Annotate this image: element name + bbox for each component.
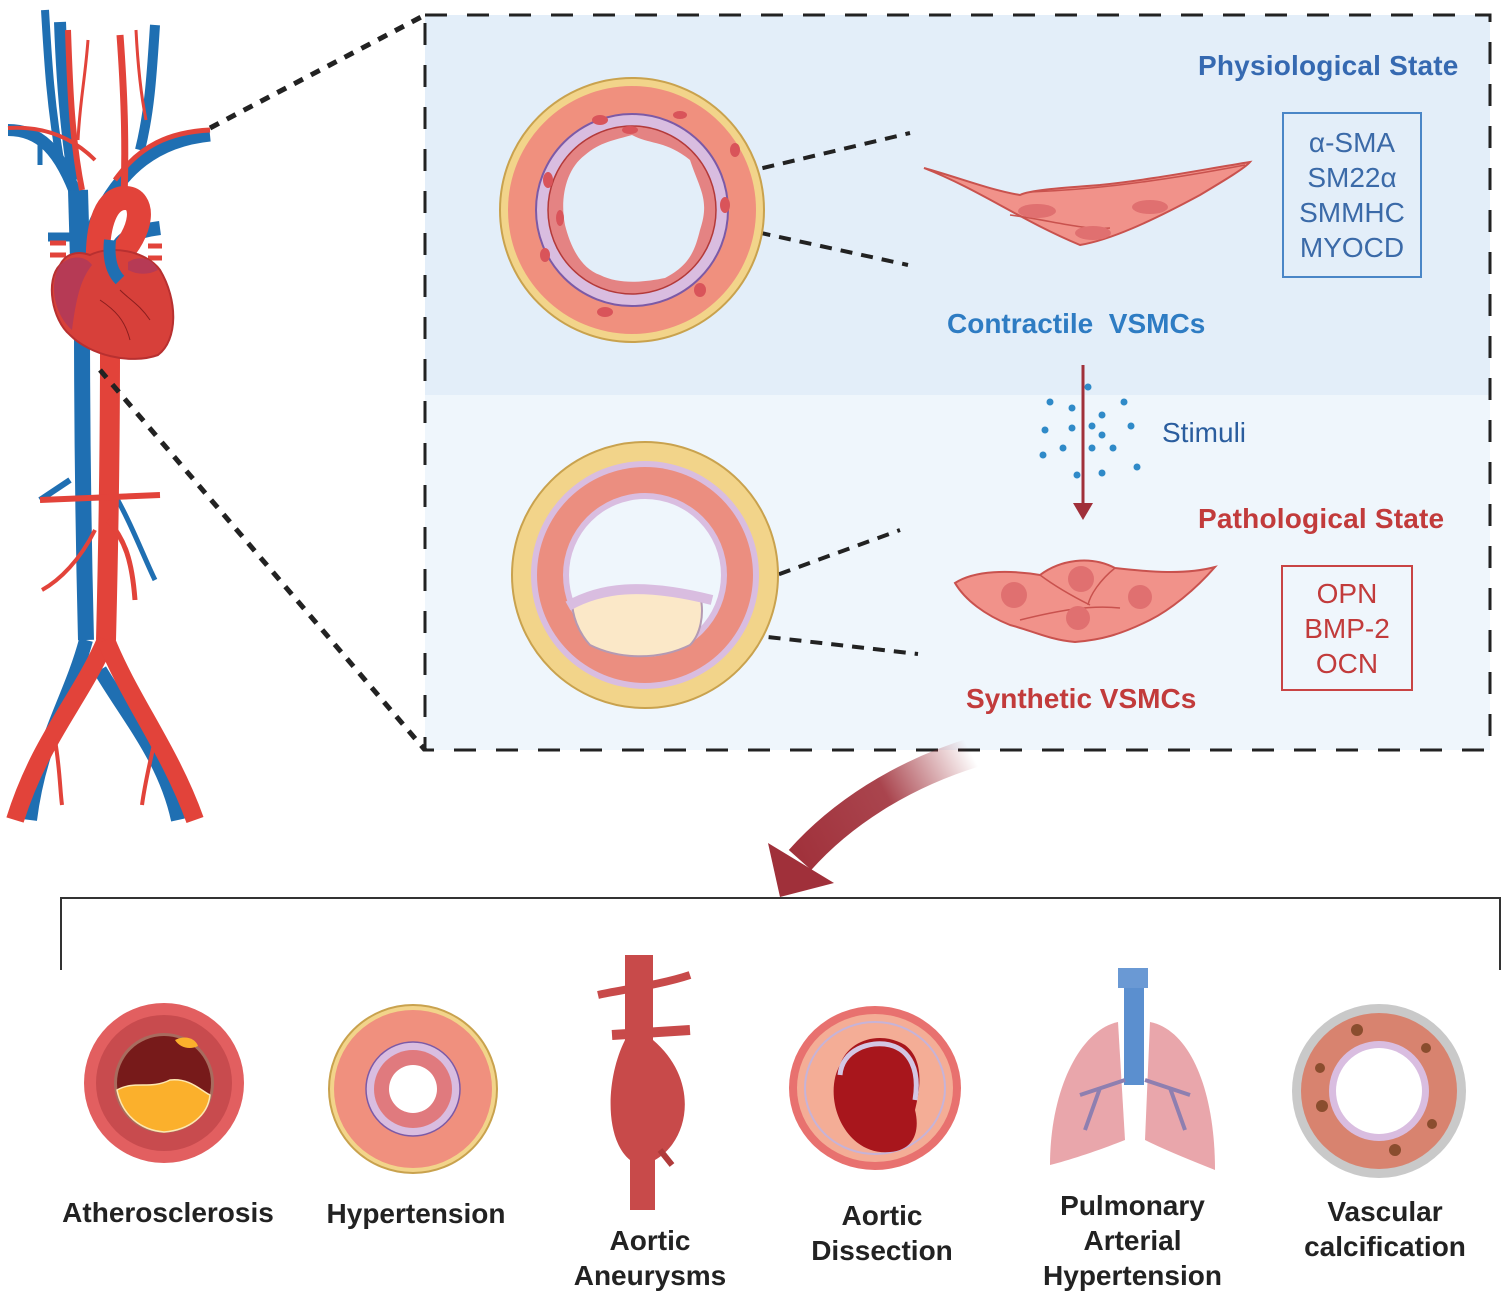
- label-line: Arterial: [1083, 1225, 1182, 1256]
- stimuli-label: Stimuli: [1162, 417, 1247, 448]
- lungs-icon: [1050, 968, 1215, 1170]
- atherosclerosis-icon: [84, 1003, 244, 1163]
- pathological-state-title: Pathological State: [1198, 503, 1445, 534]
- zoom-line-top: [208, 12, 427, 131]
- label-line: Aortic: [609, 1225, 691, 1256]
- label-line: Aneurysms: [573, 1260, 727, 1291]
- disease-label-pulmonary-arterial-hypertension: Pulmonary Arterial Hypertension: [1025, 1188, 1240, 1293]
- aortic-aneurysm-icon: [597, 955, 692, 1210]
- physiological-state-title: Physiological State: [1198, 50, 1459, 81]
- synthetic-vsmcs-label: Synthetic VSMCs: [966, 683, 1197, 714]
- zoom-line-bottom: [98, 368, 427, 752]
- label-line: Dissection: [811, 1235, 953, 1266]
- disease-label-aortic-dissection: Aortic Dissection: [790, 1198, 974, 1268]
- label-line: Vascular: [1327, 1196, 1443, 1227]
- label-line: calcification: [1304, 1231, 1466, 1262]
- marker: MYOCD: [1299, 232, 1405, 263]
- label-line: Pulmonary: [1060, 1190, 1205, 1221]
- stimuli-dots: [1039, 383, 1141, 479]
- contractile-vsmcs-label: Contractile VSMCs: [947, 308, 1206, 339]
- label-line: Aortic: [841, 1200, 923, 1231]
- stimuli-arrow-head: [1073, 503, 1093, 520]
- disease-label-hypertension: Hypertension: [306, 1196, 526, 1231]
- label-line: Hypertension: [1043, 1260, 1222, 1291]
- disease-label-atherosclerosis: Atherosclerosis: [48, 1195, 288, 1230]
- cell-line-1: [741, 131, 911, 175]
- contractile-marker-box: α-SMA SM22α SMMHC MYOCD: [1282, 112, 1422, 278]
- vascular-calcification-icon: [1292, 1004, 1466, 1178]
- marker: SMMHC: [1299, 197, 1405, 228]
- marker: SM22α: [1307, 162, 1397, 193]
- artery-system: [6, 29, 211, 824]
- cell-line-4: [705, 628, 919, 656]
- cell-line-2: [737, 226, 909, 267]
- label-line: Hypertension: [326, 1198, 506, 1229]
- marker: OPN: [1316, 577, 1378, 609]
- aortic-dissection-icon: [789, 1006, 961, 1170]
- heart-icon: [50, 239, 175, 360]
- marker: OCN: [1315, 647, 1379, 679]
- panel-dashed-border: [423, 13, 1492, 752]
- cell-line-3: [699, 528, 901, 605]
- disease-label-vascular-calcification: Vascular calcification: [1285, 1194, 1485, 1264]
- marker: α-SMA: [1308, 127, 1396, 158]
- disease-label-aortic-aneurysms: Aortic Aneurysms: [550, 1223, 750, 1293]
- hypertension-icon: [328, 1004, 498, 1174]
- synthetic-marker-box: OPN BMP-2 OCN: [1281, 565, 1413, 691]
- marker: BMP-2: [1304, 612, 1390, 644]
- label-line: Atherosclerosis: [62, 1197, 274, 1228]
